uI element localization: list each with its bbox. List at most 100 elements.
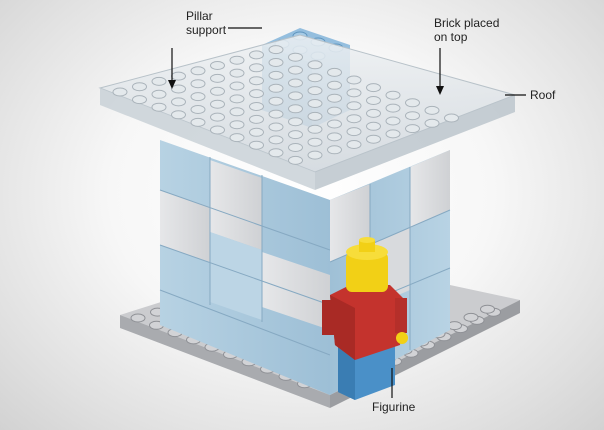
roof-stud xyxy=(132,82,147,92)
roof-stud xyxy=(346,88,362,98)
roof-stud xyxy=(210,73,225,83)
brick-walls xyxy=(159,140,451,395)
baseplate-stud xyxy=(480,304,495,314)
roof-stud xyxy=(190,117,206,127)
roof-stud xyxy=(307,73,323,83)
roof-stud xyxy=(346,140,362,149)
roof-stud xyxy=(385,116,401,126)
roof-stud xyxy=(327,67,342,77)
roof-stud xyxy=(268,148,284,158)
roof-stud xyxy=(327,145,342,155)
roof-stud xyxy=(424,118,440,128)
roof-stud xyxy=(151,76,167,86)
roof-stud xyxy=(171,97,186,107)
roof-stud xyxy=(190,105,206,114)
roof-stud xyxy=(229,107,245,117)
roof-stud xyxy=(112,87,128,97)
roof-stud xyxy=(249,76,264,86)
roof-stud xyxy=(190,92,206,102)
roof-stud xyxy=(366,108,381,118)
roof-stud xyxy=(268,58,284,67)
roof-stud xyxy=(307,150,323,160)
roof-stud xyxy=(385,129,401,139)
roof-stud xyxy=(268,135,284,145)
roof-stud xyxy=(210,86,225,96)
roof-stud xyxy=(366,83,381,93)
roof-stud xyxy=(346,127,362,137)
roof-stud xyxy=(405,111,420,121)
roof-stud xyxy=(307,111,323,121)
roof-stud xyxy=(210,61,225,70)
roof-stud xyxy=(288,65,303,75)
roof-stud xyxy=(444,113,459,123)
label-roof: Roof xyxy=(530,88,556,102)
roof-stud xyxy=(249,140,264,150)
roof-stud xyxy=(288,78,303,88)
roof-stud xyxy=(288,52,303,62)
roof-stud xyxy=(307,99,323,108)
roof-stud xyxy=(346,75,362,85)
roof-stud xyxy=(346,101,362,111)
roof-stud xyxy=(249,50,264,60)
roof-stud xyxy=(132,95,147,105)
roof-stud xyxy=(288,117,303,127)
roof-stud xyxy=(424,105,440,115)
roof-stud xyxy=(385,103,401,113)
roof-stud xyxy=(307,124,323,134)
roof-stud xyxy=(249,102,264,111)
roof-stud xyxy=(307,60,323,70)
roof-stud xyxy=(229,68,245,78)
roof-stud xyxy=(190,66,206,76)
roof-studs xyxy=(112,45,459,165)
label-figurine: Figurine xyxy=(372,400,416,414)
roof-stud xyxy=(229,81,245,91)
roof-stud xyxy=(190,79,206,89)
roof-plate xyxy=(98,34,517,190)
roof-stud xyxy=(229,94,245,104)
roof-stud xyxy=(307,86,323,96)
roof-stud xyxy=(268,109,284,119)
roof-stud xyxy=(268,122,284,132)
roof-stud xyxy=(288,143,303,152)
roof-stud xyxy=(210,125,225,135)
figurine xyxy=(322,237,408,400)
label-pillar-support: Pillar support xyxy=(186,9,227,37)
roof-stud xyxy=(210,112,225,122)
roof-stud xyxy=(151,102,167,112)
roof-stud xyxy=(151,89,167,99)
roof-stud xyxy=(229,120,245,130)
roof-stud xyxy=(229,133,245,143)
roof-stud xyxy=(268,96,284,106)
roof-stud xyxy=(327,80,342,90)
roof-stud xyxy=(405,124,420,134)
roof-stud xyxy=(307,137,323,147)
roof-stud xyxy=(249,127,264,137)
annotation-arrows xyxy=(168,27,526,398)
roof-stud xyxy=(366,121,381,131)
roof-stud xyxy=(385,90,401,100)
roof-stud xyxy=(288,155,303,165)
roof-stud xyxy=(268,70,284,80)
baseplate-stud xyxy=(463,312,479,322)
roof-stud xyxy=(346,114,362,124)
roof-stud xyxy=(249,89,264,99)
roof-stud xyxy=(229,55,245,65)
baseplate-stud xyxy=(130,313,146,323)
roof-stud xyxy=(366,96,381,105)
roof-stud xyxy=(171,110,186,120)
roof-stud xyxy=(327,119,342,129)
roof-stud xyxy=(327,93,342,103)
roof-stud xyxy=(327,132,342,142)
roof-stud xyxy=(249,63,264,73)
roof-stud xyxy=(171,84,186,94)
label-brick-placed-on-top: Brick placed on top xyxy=(434,16,500,44)
roof-stud xyxy=(268,83,284,93)
roof-stud xyxy=(171,71,186,81)
roof-stud xyxy=(288,130,303,140)
roof-stud xyxy=(405,98,420,108)
roof-stud xyxy=(288,104,303,114)
roof-stud xyxy=(327,106,342,116)
roof-stud xyxy=(249,114,264,124)
roof-stud xyxy=(210,99,225,109)
